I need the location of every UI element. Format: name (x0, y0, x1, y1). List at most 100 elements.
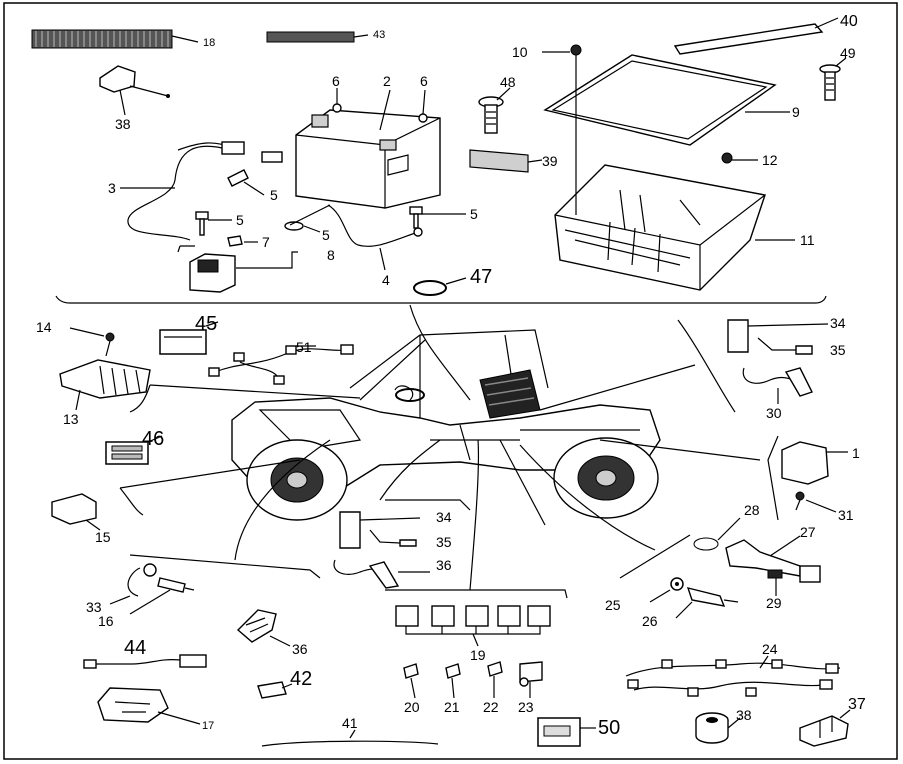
part-13-fuse-box (59, 359, 151, 411)
label-48: 48 (500, 74, 516, 90)
part-37-connector (799, 709, 851, 747)
label-40: 40 (840, 13, 858, 30)
label-5-d: 5 (470, 206, 478, 222)
callout-leader-lines (119, 304, 779, 599)
part-40-battery-strap (673, 17, 839, 55)
part-8-starter-relay (177, 245, 298, 293)
part-23-connector (519, 661, 543, 698)
vehicle-illustration (231, 329, 661, 521)
label-18: 18 (203, 37, 215, 49)
part-5-bolt-b (195, 211, 232, 236)
label-8: 8 (327, 247, 335, 263)
part-21-fuse (445, 663, 461, 699)
part-30-wire (742, 367, 813, 404)
part-22-fuse (487, 661, 503, 698)
part-5-bolt-c (284, 221, 321, 233)
part-43-wire-loom (266, 31, 369, 43)
label-36-lower: 36 (436, 557, 452, 573)
label-9: 9 (792, 104, 800, 120)
label-3: 3 (108, 180, 116, 196)
part-19-relays (395, 605, 551, 647)
part-38-terminal-cover (99, 65, 170, 116)
part-28-o-ring (693, 517, 741, 551)
label-1: 1 (852, 445, 860, 461)
label-38-top: 38 (115, 116, 131, 132)
label-34-upper: 34 (830, 315, 846, 331)
part-27-sensor (725, 535, 821, 583)
label-50: 50 (598, 717, 620, 739)
part-50-meter (537, 717, 596, 747)
label-22: 22 (483, 699, 499, 715)
part-20-fuse (403, 663, 419, 699)
label-5-b: 5 (236, 212, 244, 228)
label-35-upper: 35 (830, 342, 846, 358)
part-36-relay-connector (236, 609, 291, 647)
part-10-screw (542, 44, 582, 215)
label-44: 44 (124, 637, 146, 659)
label-20: 20 (404, 699, 420, 715)
label-6-left: 6 (332, 73, 340, 89)
part-5-bolt-a (227, 169, 265, 196)
label-26: 26 (642, 613, 658, 629)
part-41-strip (261, 729, 439, 747)
label-7: 7 (262, 234, 270, 250)
part-33-sensor (109, 563, 157, 605)
part-49-bolt (819, 57, 847, 101)
part-number-labels: 18 43 38 6 2 6 3 5 5 5 5 7 8 4 47 48 39 … (36, 13, 866, 739)
part-17-bracket (97, 687, 201, 725)
label-15: 15 (95, 529, 111, 545)
part-44-wire (83, 654, 207, 669)
label-6-right: 6 (420, 73, 428, 89)
part-15-sensor (51, 493, 101, 531)
label-36-left: 36 (292, 641, 308, 657)
part-3-battery-cable (120, 141, 283, 241)
part-34-solenoid-upper (727, 319, 829, 353)
part-6-terminal-nut-right (418, 89, 428, 123)
label-12: 12 (762, 152, 778, 168)
label-14: 14 (36, 319, 52, 335)
label-46: 46 (142, 428, 164, 450)
label-19: 19 (470, 647, 486, 663)
label-43: 43 (373, 29, 385, 41)
part-39-foam-pad (469, 149, 543, 173)
part-14-screw (69, 327, 115, 357)
label-5-a: 5 (270, 187, 278, 203)
label-49: 49 (840, 45, 856, 61)
part-29-connector (767, 569, 783, 596)
part-7-fuse (227, 235, 258, 247)
label-16: 16 (98, 613, 114, 629)
label-24: 24 (762, 641, 778, 657)
label-33: 33 (86, 599, 102, 615)
part-46-label (105, 435, 163, 465)
label-51: 51 (296, 339, 312, 355)
label-11: 11 (800, 232, 815, 248)
part-31-screw (795, 491, 837, 513)
label-28: 28 (744, 502, 760, 518)
part-36-wire-lower (333, 559, 430, 589)
part-35-screw-upper (757, 337, 813, 355)
part-18-wire-loom (31, 29, 199, 49)
battery-section-bracket (55, 295, 827, 304)
part-1-ecu (781, 441, 848, 485)
part-2-battery (295, 89, 441, 209)
part-9-battery-box-lid (543, 54, 790, 146)
diagram-frame (3, 2, 898, 760)
part-16-sensor-connector (129, 577, 195, 615)
label-37: 37 (848, 696, 866, 713)
part-25-washer (649, 577, 684, 603)
label-25: 25 (605, 597, 621, 613)
part-35-screw-lower (369, 529, 417, 547)
part-6-terminal-nut-left (332, 88, 342, 113)
label-21: 21 (444, 699, 460, 715)
part-42-label (257, 681, 293, 699)
part-51-wire-harness (208, 344, 354, 385)
label-2: 2 (383, 73, 391, 89)
part-47-o-ring (413, 277, 467, 296)
label-5-c: 5 (322, 227, 330, 243)
part-48-bolt (478, 87, 511, 134)
label-38-bottom: 38 (736, 707, 752, 723)
part-12-screw (721, 152, 758, 164)
label-30: 30 (766, 405, 782, 421)
label-39: 39 (542, 153, 558, 169)
